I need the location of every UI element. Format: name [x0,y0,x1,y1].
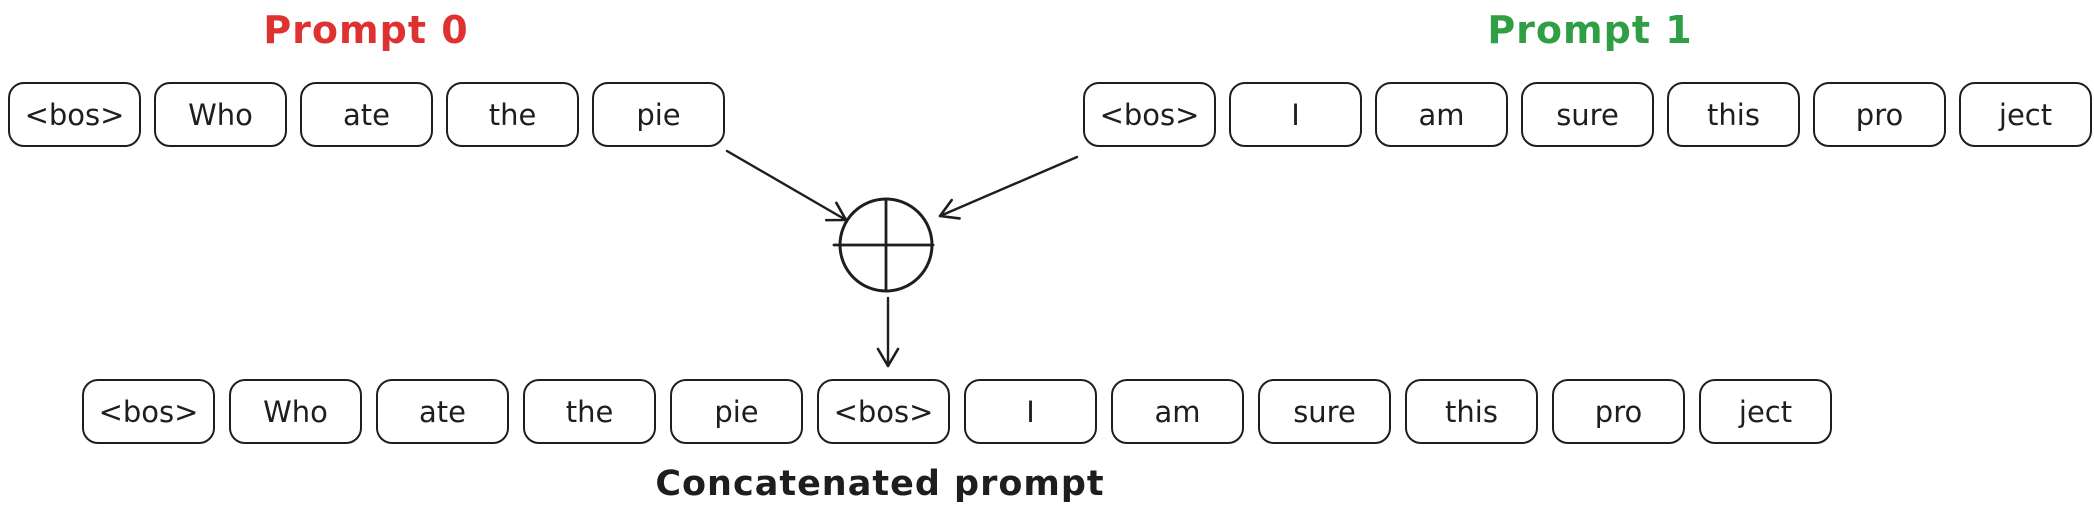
token-box: am [1375,82,1508,147]
concatenated-prompt-caption: Concatenated prompt [655,464,1105,504]
token-box: pie [670,379,803,444]
concat-plus-icon [832,197,935,293]
token-box: ate [376,379,509,444]
token-box: pro [1813,82,1946,147]
token-box: Who [229,379,362,444]
arrow-prompt1-to-plus [938,155,1079,220]
token-box: <bos> [82,379,215,444]
token-box: ject [1959,82,2092,147]
token-box: sure [1258,379,1391,444]
token-box: the [446,82,579,147]
token-box: ject [1699,379,1832,444]
token-box: the [523,379,656,444]
token-box: I [964,379,1097,444]
prompt1-label: Prompt 1 [1487,8,1693,52]
token-box: <bos> [8,82,141,147]
token-box: this [1667,82,1800,147]
token-box: I [1229,82,1362,147]
arrow-prompt0-to-plus [725,149,848,222]
token-box: this [1405,379,1538,444]
token-box: ate [300,82,433,147]
token-box: pro [1552,379,1685,444]
token-box: <bos> [817,379,950,444]
token-box: am [1111,379,1244,444]
token-box: pie [592,82,725,147]
token-box: sure [1521,82,1654,147]
token-box: <bos> [1083,82,1216,147]
token-box: Who [154,82,287,147]
prompt0-label: Prompt 0 [263,8,469,52]
